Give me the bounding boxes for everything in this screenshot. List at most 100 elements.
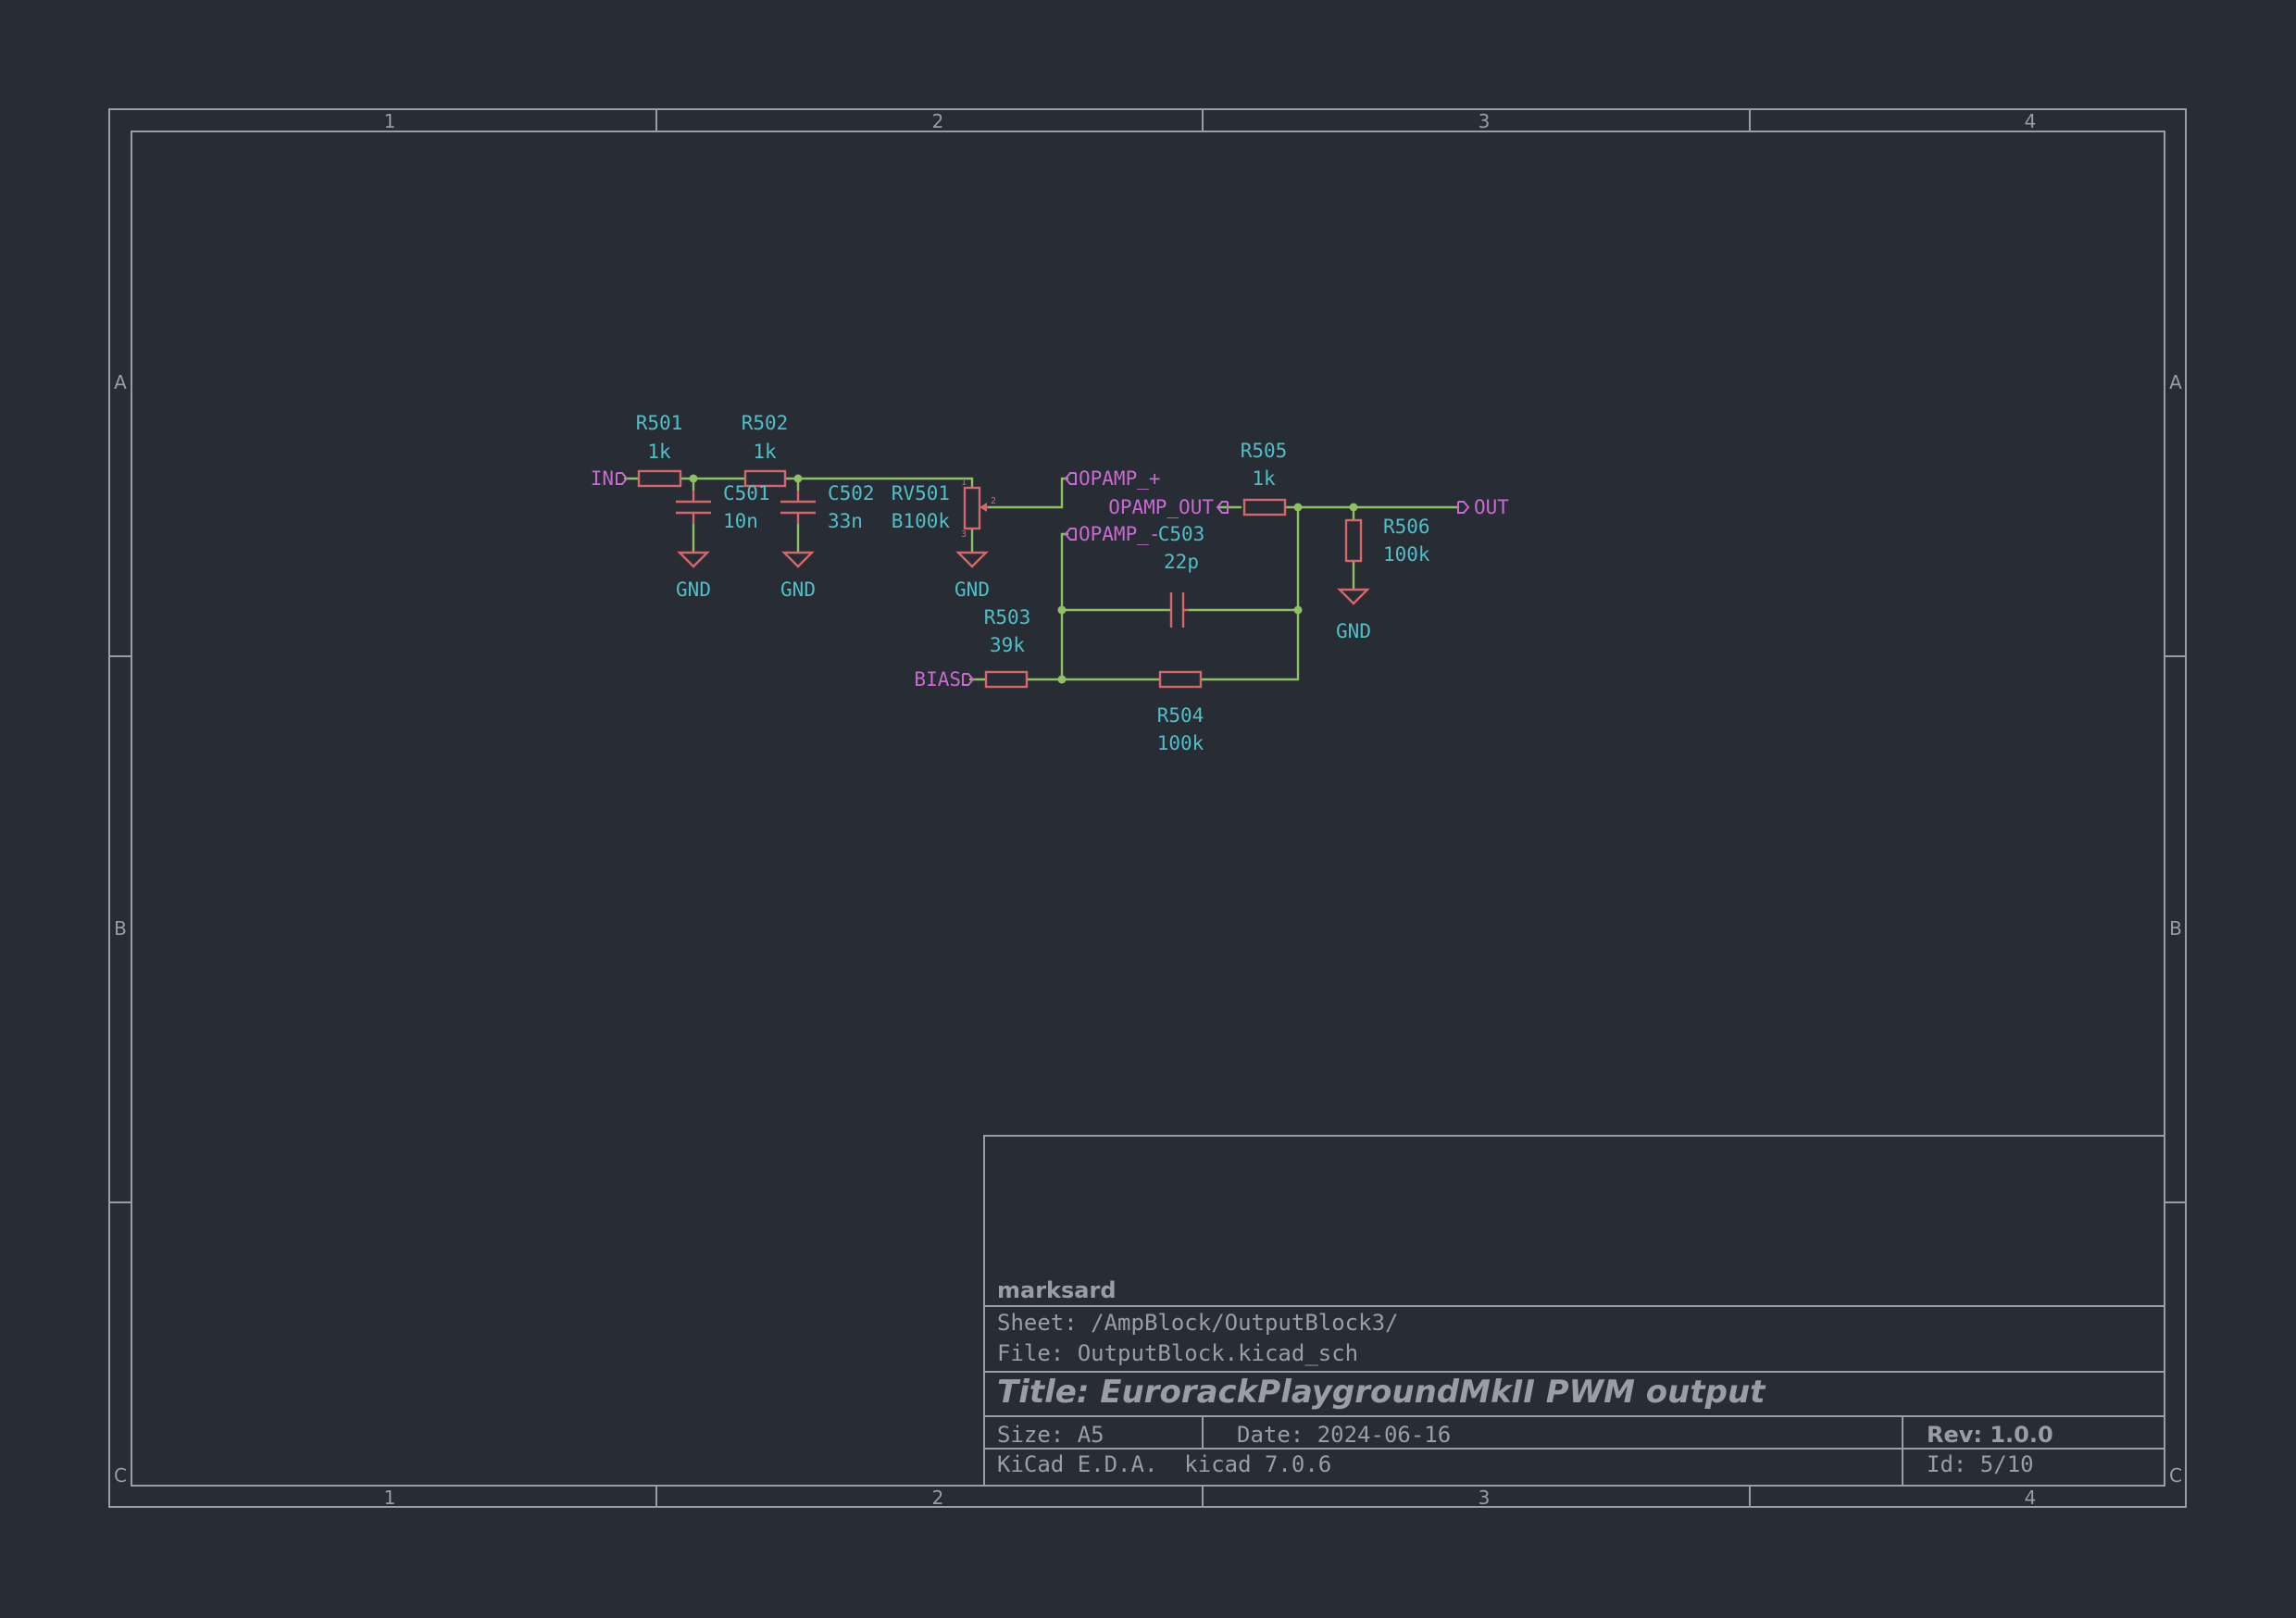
row-label-c-right: C [2169,1464,2182,1487]
label-opamp-out[interactable]: OPAMP_OUT [1108,496,1229,518]
r504-ref: R504 [1157,704,1204,727]
resistor-r506[interactable]: R506 100k [1344,516,1430,566]
input-port-icon [1216,501,1229,514]
resistor-body [1242,498,1287,517]
capacitor-c502[interactable]: C502 33n [780,482,875,532]
row-label-a-left: A [114,371,127,393]
r505-ref: R505 [1241,440,1288,462]
label-opamp-minus[interactable]: OPAMP_- [1064,523,1161,545]
r502-ref: R502 [742,412,789,434]
resistor-r501[interactable]: R501 1k [636,412,683,488]
resistor-body [1158,670,1203,689]
c502-ref: C502 [828,482,875,504]
resistor-body [637,469,682,488]
gnd-symbol-r506[interactable]: GND [1336,588,1371,642]
input-port-icon [616,472,629,485]
c503-ref: C503 [1158,523,1205,545]
col-label-2-top: 2 [932,110,944,132]
gnd-label: GND [1336,620,1371,642]
label-opamp-minus-text: OPAMP_- [1079,523,1161,545]
r503-ref: R503 [984,606,1031,629]
r504-value: 100k [1157,732,1204,754]
r502-value: 1k [753,441,777,463]
sheet-frame: 1 2 3 4 1 2 3 4 A B C A B C [108,108,2187,1509]
rv501-pin-number: 1 [961,478,967,488]
r501-value: 1k [647,441,671,463]
c501-ref: C501 [723,482,770,504]
resistor-r502[interactable]: R502 1k [742,412,789,488]
r501-ref: R501 [636,412,683,434]
col-label-3-bottom: 3 [1479,1487,1491,1509]
output-port-icon [1064,472,1077,485]
col-label-1-top: 1 [384,110,396,132]
junction [793,474,803,483]
r506-value: 100k [1383,543,1430,566]
title-block-sheet: Sheet: /AmpBlock/OutputBlock3/ [997,1310,1398,1336]
output-port-icon [1457,501,1470,514]
input-port-icon [962,673,975,686]
col-label-4-bottom: 4 [2025,1487,2037,1509]
row-label-a-right: A [2169,371,2182,393]
junction [1057,605,1067,615]
r503-value: 39k [990,634,1025,656]
label-in[interactable]: IN [591,467,629,490]
wiper-arrow-icon [980,503,987,512]
gnd-label: GND [955,579,990,601]
label-bias[interactable]: BIAS [914,668,975,691]
label-opamp-plus-text: OPAMP_+ [1079,467,1161,490]
ground-icon [781,551,815,568]
junction [1293,605,1303,615]
label-opamp-plus[interactable]: OPAMP_+ [1064,467,1161,490]
resistor-r505[interactable]: R505 1k [1241,440,1288,517]
label-bias-text: BIAS [914,668,961,691]
resistor-r503[interactable]: R503 39k [984,606,1031,689]
junction [1057,675,1067,684]
gnd-symbol-c502[interactable]: GND [780,551,816,601]
title-block-date: Date: 2024-06-16 [1237,1422,1451,1448]
title-block-border [983,1135,2165,1487]
label-out[interactable]: OUT [1457,496,1509,518]
title-block: marksard Sheet: /AmpBlock/OutputBlock3/ … [983,1135,2165,1487]
c503-value: 22p [1164,551,1199,573]
label-opamp-out-text: OPAMP_OUT [1108,496,1214,518]
junction [1293,503,1303,512]
junction [689,474,698,483]
title-block-file: File: OutputBlock.kicad_sch [997,1340,1358,1366]
gnd-symbol-rv501[interactable]: GND [955,551,990,601]
resistor-body [743,469,787,488]
rv501-pin-number: 2 [991,496,996,506]
gnd-label: GND [780,579,816,601]
ground-icon [677,551,710,568]
gnd-symbol-c501[interactable]: GND [676,551,711,601]
junctions [689,474,1358,684]
col-label-1-bottom: 1 [384,1487,396,1509]
wire-r502-rv501 [783,477,974,490]
resistor-body [984,670,1029,689]
wires [623,477,1460,681]
junction [1349,503,1358,512]
resistor-r504[interactable]: R504 100k [1157,670,1204,754]
r505-value: 1k [1252,467,1276,490]
title-block-rev: Rev: 1.0.0 [1927,1422,2053,1448]
gnd-label: GND [676,579,711,601]
r506-ref: R506 [1383,516,1430,538]
title-block-size: Size: A5 [997,1422,1104,1448]
wire-wiper-opamp-plus [986,477,1069,509]
c502-value: 33n [828,510,863,532]
inner-border [131,131,2165,1487]
c501-value: 10n [723,510,758,532]
title-block-id: Id: 5/10 [1927,1451,2034,1477]
resistor-body [1344,518,1363,563]
output-port-icon [1064,528,1077,541]
rv501-pin-number: 3 [961,529,967,540]
title-block-title: Title: EurorackPlaygroundMkII PWM output [997,1374,1766,1411]
label-out-text: OUT [1474,496,1509,518]
potentiometer-rv501[interactable]: 2 1 3 RV501 B100k [892,478,996,540]
rv501-value: B100k [892,510,951,532]
capacitor-c503[interactable]: C503 22p [1158,523,1205,628]
potentiometer-body [963,486,981,530]
col-label-3-top: 3 [1479,110,1491,132]
label-in-text: IN [591,467,614,490]
capacitor-c501[interactable]: C501 10n [676,482,770,532]
